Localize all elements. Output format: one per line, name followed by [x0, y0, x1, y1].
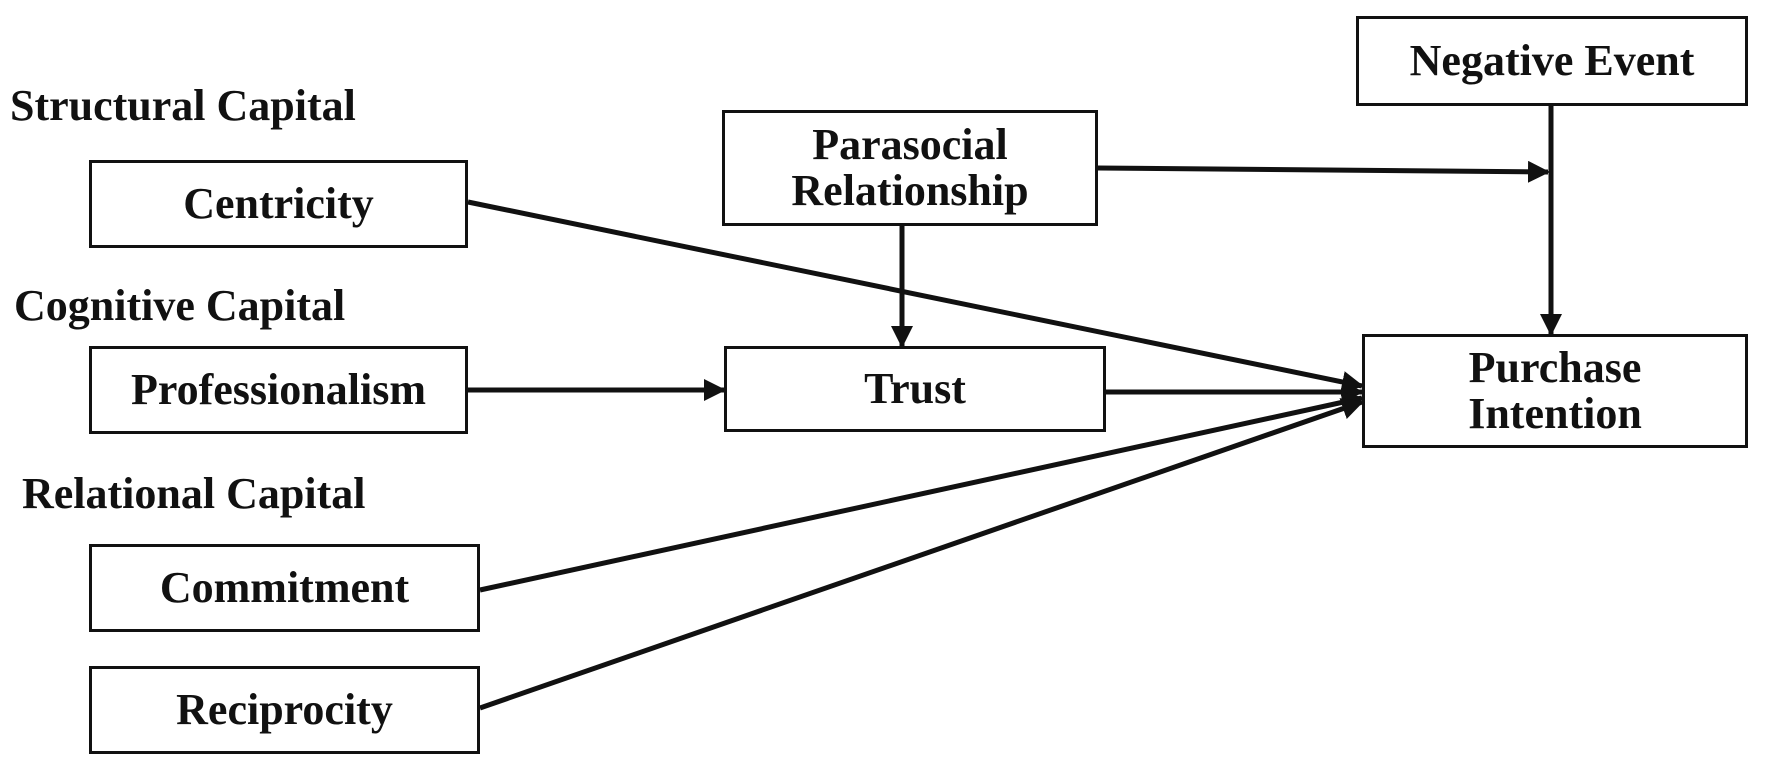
arrow-reciprocity-to-purchase: [479, 398, 1364, 711]
cognitive-capital-label: Cognitive Capital: [14, 281, 346, 330]
node-centricity-label: Centricity: [183, 178, 374, 228]
node-professionalism: Professionalism: [89, 346, 468, 434]
structural-capital-label: Structural Capital: [10, 81, 356, 130]
node-parasocial-line2: Relationship: [791, 166, 1029, 215]
node-trust: Trust: [724, 346, 1106, 432]
node-negative-event-label: Negative Event: [1409, 35, 1695, 85]
node-reciprocity: Reciprocity: [89, 666, 480, 754]
node-centricity: Centricity: [89, 160, 468, 248]
node-purchase-intention: Purchase Intention: [1362, 334, 1748, 448]
node-reciprocity-label: Reciprocity: [176, 684, 393, 734]
node-parasocial-line1: Parasocial: [812, 119, 1008, 169]
relational-capital-label: Relational Capital: [22, 469, 366, 518]
node-purchase-line1: Purchase: [1468, 342, 1642, 392]
node-trust-label: Trust: [864, 363, 966, 413]
node-professionalism-label: Professionalism: [131, 364, 426, 414]
arrow-centricity-to-purchase: [467, 199, 1364, 393]
arrow-parasocial-to-moderation: [1097, 160, 1550, 183]
arrow-commitment-to-purchase: [479, 391, 1364, 593]
node-commitment-label: Commitment: [159, 562, 410, 612]
node-purchase-line2: Intention: [1468, 389, 1642, 438]
node-negative-event: Negative Event: [1356, 16, 1748, 106]
node-parasocial-relationship: Parasocial Relationship: [722, 110, 1098, 226]
node-commitment: Commitment: [89, 544, 480, 632]
